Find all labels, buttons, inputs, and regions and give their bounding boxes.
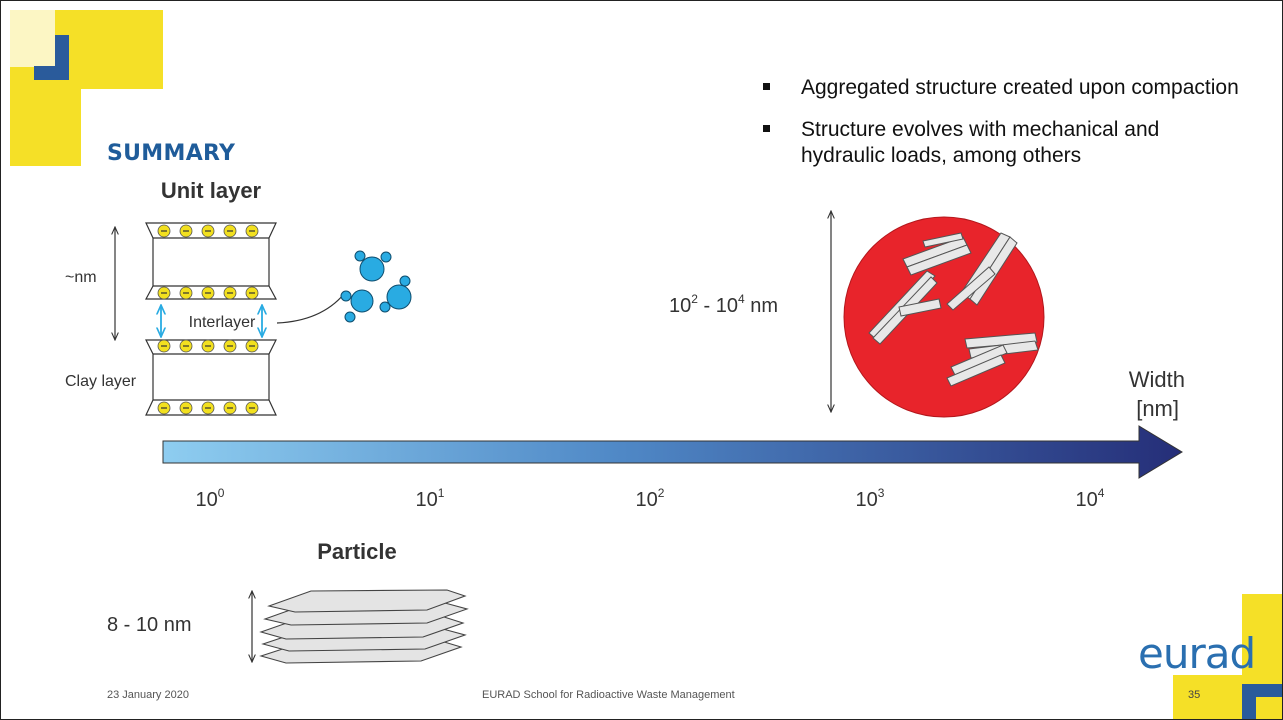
nm-label: ~nm	[65, 269, 97, 286]
scale-tick-label: 102	[636, 486, 665, 511]
scale-ticks: 100 101 102 103 104	[196, 486, 1105, 511]
scale-tick-label: 103	[856, 486, 885, 511]
particle-title: Particle	[317, 539, 397, 564]
axis-label-line2: [nm]	[1136, 396, 1179, 421]
eurad-logo: eurad	[1138, 629, 1256, 678]
bullet-text: Structure evolves with mechanical and hy…	[801, 118, 1160, 167]
particle-stack-icon	[259, 589, 469, 664]
bullet-square-icon	[763, 125, 770, 132]
slide-title: SUMMARY	[107, 141, 236, 166]
aggregate-size-label: 102 - 104 nm	[669, 292, 778, 317]
clay-layer-label: Clay layer	[65, 373, 137, 390]
bullet-square-icon	[763, 83, 770, 90]
brand-white-backing	[1133, 629, 1242, 675]
interlayer-label: Interlayer	[189, 314, 256, 331]
scale-tick-label: 104	[1076, 486, 1105, 511]
bullet-item: Structure evolves with mechanical and hy…	[763, 117, 1243, 169]
negative-charges	[157, 224, 259, 415]
clay-layer-top	[144, 222, 278, 300]
bullet-list: Aggregated structure created upon compac…	[763, 75, 1243, 185]
footer-event: EURAD School for Radioactive Waste Manag…	[482, 689, 735, 701]
interlayer-pointer	[276, 293, 345, 324]
particle-size-label: 8 - 10 nm	[107, 614, 191, 636]
corner-yellow-tab	[10, 10, 55, 67]
corner-blue-horizontal	[34, 66, 69, 80]
page-number: 35	[1188, 689, 1201, 701]
bullet-item: Aggregated structure created upon compac…	[763, 75, 1243, 101]
unit-layer-title: Unit layer	[161, 178, 262, 203]
clay-layer-bottom	[145, 339, 277, 416]
bottom-blue-horizontal	[1242, 684, 1282, 697]
water-molecules-icon	[340, 250, 412, 323]
width-scale-arrow	[162, 425, 1183, 479]
scale-tick-label: 101	[416, 486, 445, 511]
scale-tick-label: 100	[196, 486, 225, 511]
bullet-text: Aggregated structure created upon compac…	[801, 76, 1239, 99]
aggregated-particles	[868, 232, 1039, 387]
axis-label-line1: Width	[1129, 367, 1185, 392]
corner-white-cover	[81, 89, 281, 199]
footer-date: 23 January 2020	[107, 689, 189, 701]
